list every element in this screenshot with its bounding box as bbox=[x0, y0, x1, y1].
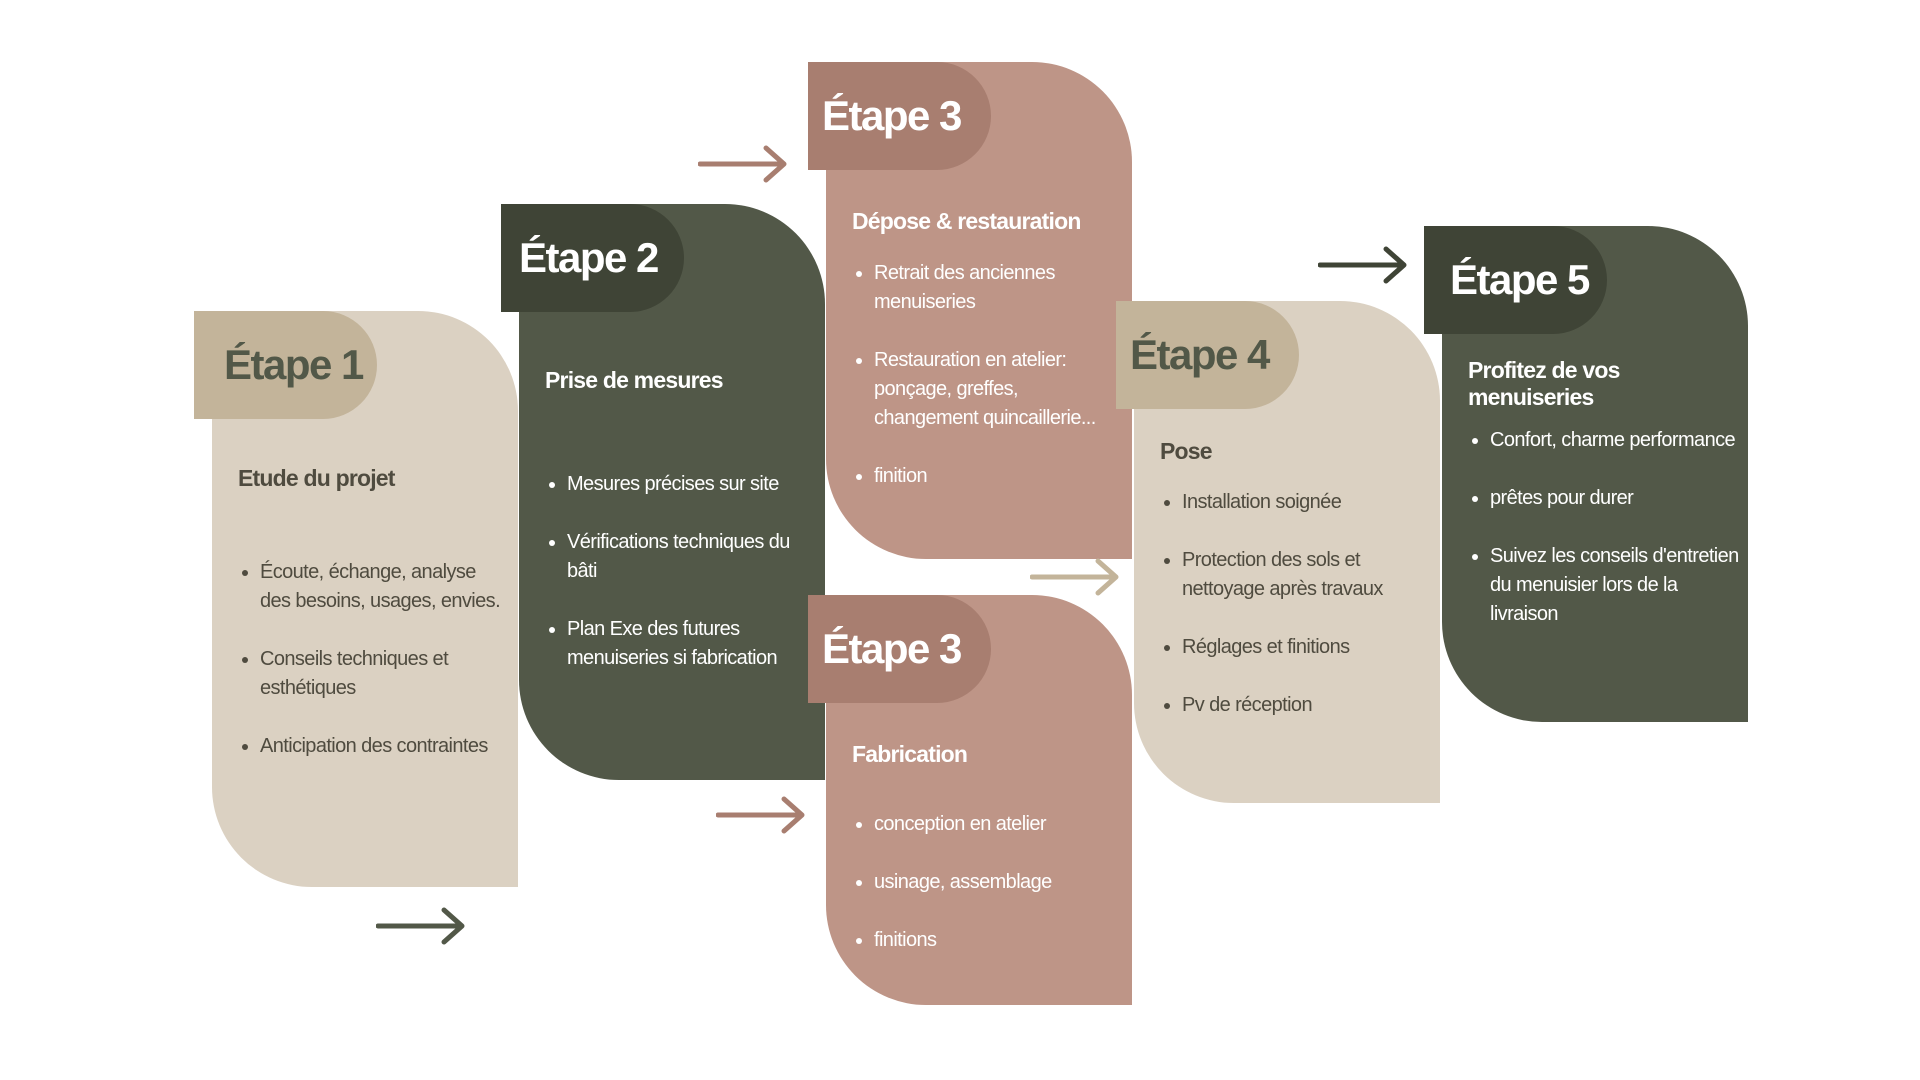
step-3-fabrication-label: Étape 3 bbox=[808, 595, 991, 703]
arrow-step3-to-step4 bbox=[1030, 558, 1119, 596]
step-4-title: Pose bbox=[1160, 438, 1213, 464]
step-4-label: Étape 4 bbox=[1116, 301, 1299, 409]
step-1-label: Étape 1 bbox=[194, 311, 377, 419]
list-item: prêtes pour durer bbox=[1490, 484, 1740, 513]
step-1-card: Etude du projet Écoute, échange, analyse… bbox=[212, 311, 518, 887]
list-item: finitions bbox=[874, 926, 1124, 955]
list-item: Suivez les conseils d'entretien du menui… bbox=[1490, 542, 1740, 629]
list-item: conception en atelier bbox=[874, 810, 1124, 839]
step-1-title: Etude du projet bbox=[238, 465, 395, 491]
step-5-label: Étape 5 bbox=[1424, 226, 1607, 334]
arrow-step1-to-step2 bbox=[376, 907, 465, 945]
list-item: Protection des sols et nettoyage après t… bbox=[1182, 546, 1432, 604]
step-2-label: Étape 2 bbox=[501, 204, 684, 312]
list-item: Plan Exe des futures menuiseries si fabr… bbox=[567, 615, 817, 673]
list-item: Écoute, échange, analyse des besoins, us… bbox=[260, 558, 510, 616]
step-4-list: Installation soignée Protection des sols… bbox=[1160, 488, 1432, 720]
step-1-list: Écoute, échange, analyse des besoins, us… bbox=[238, 558, 510, 761]
step-3-restoration-title: Dépose & restauration bbox=[852, 208, 1081, 234]
step-3-fabrication-list: conception en atelier usinage, assemblag… bbox=[852, 810, 1124, 955]
step-5-list: Confort, charme performance prêtes pour … bbox=[1468, 426, 1740, 629]
step-2-list: Mesures précises sur site Vérifications … bbox=[545, 470, 817, 673]
list-item: Pv de réception bbox=[1182, 691, 1432, 720]
step-3-restoration-label: Étape 3 bbox=[808, 62, 991, 170]
step-5-title: Profitez de vos menuiseries bbox=[1468, 357, 1620, 410]
list-item: Conseils techniques et esthétiques bbox=[260, 645, 510, 703]
list-item: Restauration en atelier: ponçage, greffe… bbox=[874, 346, 1124, 433]
list-item: finition bbox=[874, 462, 1124, 491]
arrow-step2-to-step3-bottom bbox=[716, 796, 805, 834]
step-2-title: Prise de mesures bbox=[545, 367, 724, 393]
list-item: Confort, charme performance bbox=[1490, 426, 1740, 455]
arrow-step2-to-step3-top bbox=[698, 145, 787, 183]
step-3-restoration-list: Retrait des anciennes menuiseries Restau… bbox=[852, 259, 1124, 491]
list-item: Vérifications techniques du bâti bbox=[567, 528, 817, 586]
step-3-fabrication-title: Fabrication bbox=[852, 741, 968, 767]
list-item: Anticipation des contraintes bbox=[260, 732, 510, 761]
list-item: Réglages et finitions bbox=[1182, 633, 1432, 662]
list-item: usinage, assemblage bbox=[874, 868, 1124, 897]
list-item: Retrait des anciennes menuiseries bbox=[874, 259, 1124, 317]
list-item: Installation soignée bbox=[1182, 488, 1432, 517]
list-item: Mesures précises sur site bbox=[567, 470, 817, 499]
arrow-step4-to-step5 bbox=[1318, 246, 1407, 284]
